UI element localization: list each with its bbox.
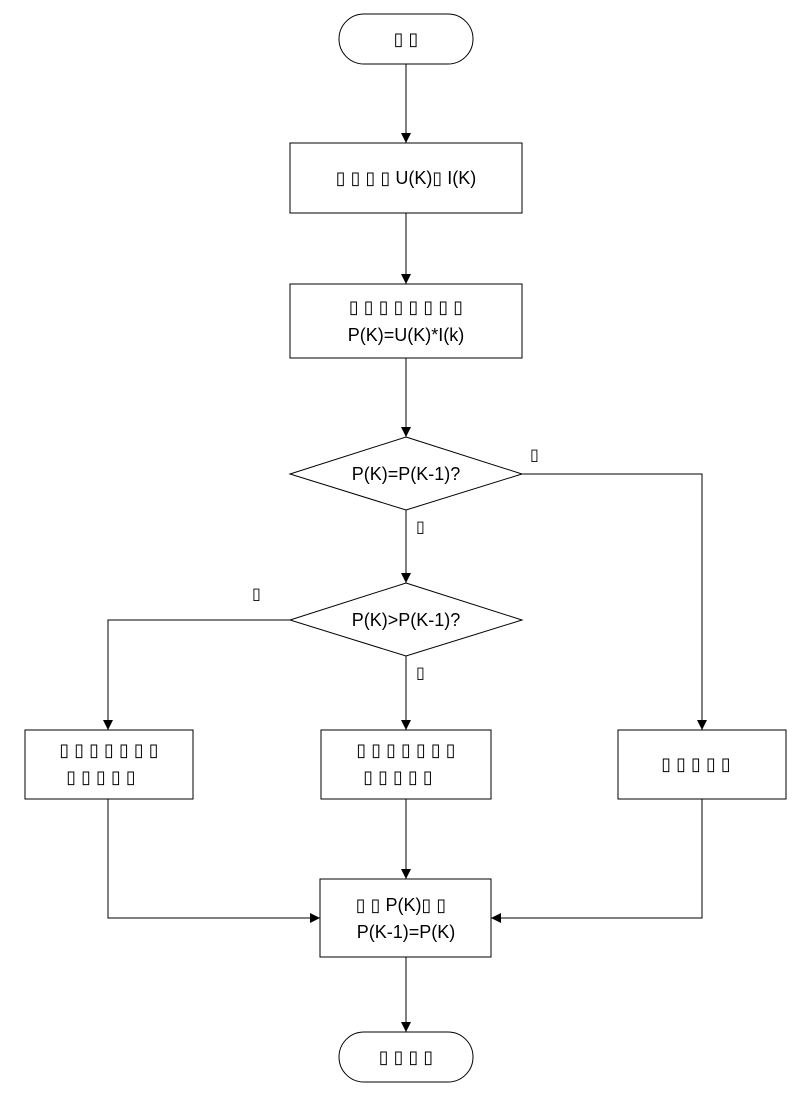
branch-greater-left-label: ▯ [252, 584, 261, 603]
compute-label-line2: P(K)=U(K)*I(k) [348, 325, 465, 345]
decision-greater-label: P(K)>P(K-1)? [352, 610, 461, 630]
left-box-line2: ▯ ▯ ▯ ▯ ▯ [66, 767, 136, 787]
right-box-label: ▯ ▯ ▯ ▯ ▯ [661, 754, 731, 774]
end-terminator: ▯ ▯ ▯ ▯ [338, 1031, 474, 1083]
right-action-box: ▯ ▯ ▯ ▯ ▯ [617, 729, 787, 800]
start-terminator: ▯ ▯ [338, 13, 474, 65]
arrow-left-box-to-store [107, 799, 320, 923]
decision-equal-label: P(K)=P(K-1)? [352, 464, 461, 484]
arrow-decision-greater-to-left-box [103, 619, 290, 730]
compute-label-line1: ▯ ▯ ▯ ▯ ▯ ▯ ▯ ▯ [349, 297, 463, 317]
middle-box-line1: ▯ ▯ ▯ ▯ ▯ ▯ ▯ [356, 740, 455, 760]
start-label: ▯ ▯ [394, 29, 419, 49]
store-process-box: ▯ ▯ P(K)▯ ▯ P(K-1)=P(K) [319, 878, 492, 958]
decision-greater: P(K)>P(K-1)? [288, 582, 524, 657]
read-process-box: ▯ ▯ ▯ ▯ U(K)▯ I(K) [289, 142, 523, 214]
decision-equal: P(K)=P(K-1)? [288, 436, 524, 511]
end-label: ▯ ▯ ▯ ▯ [379, 1047, 434, 1067]
arrow-decision-equal-to-right-box [522, 473, 707, 730]
branch-equal-yes-label: ▯ [530, 445, 539, 464]
store-label-line2: P(K-1)=P(K) [357, 922, 456, 942]
read-label: ▯ ▯ ▯ ▯ U(K)▯ I(K) [336, 168, 477, 188]
middle-action-box: ▯ ▯ ▯ ▯ ▯ ▯ ▯ ▯ ▯ ▯ ▯ ▯ [320, 729, 492, 800]
store-label-line1: ▯ ▯ P(K)▯ ▯ [356, 895, 447, 915]
left-action-box: ▯ ▯ ▯ ▯ ▯ ▯ ▯ ▯ ▯ ▯ ▯ ▯ [24, 729, 194, 800]
connectors [103, 64, 707, 1032]
branch-greater-down-label: ▯ [416, 663, 425, 682]
branch-equal-no-label: ▯ [416, 517, 425, 536]
middle-box-line2: ▯ ▯ ▯ ▯ ▯ [363, 767, 433, 787]
compute-process-box: ▯ ▯ ▯ ▯ ▯ ▯ ▯ ▯ P(K)=U(K)*I(k) [289, 283, 523, 359]
left-box-line1: ▯ ▯ ▯ ▯ ▯ ▯ ▯ [59, 740, 158, 760]
arrow-right-box-to-store [491, 799, 703, 923]
